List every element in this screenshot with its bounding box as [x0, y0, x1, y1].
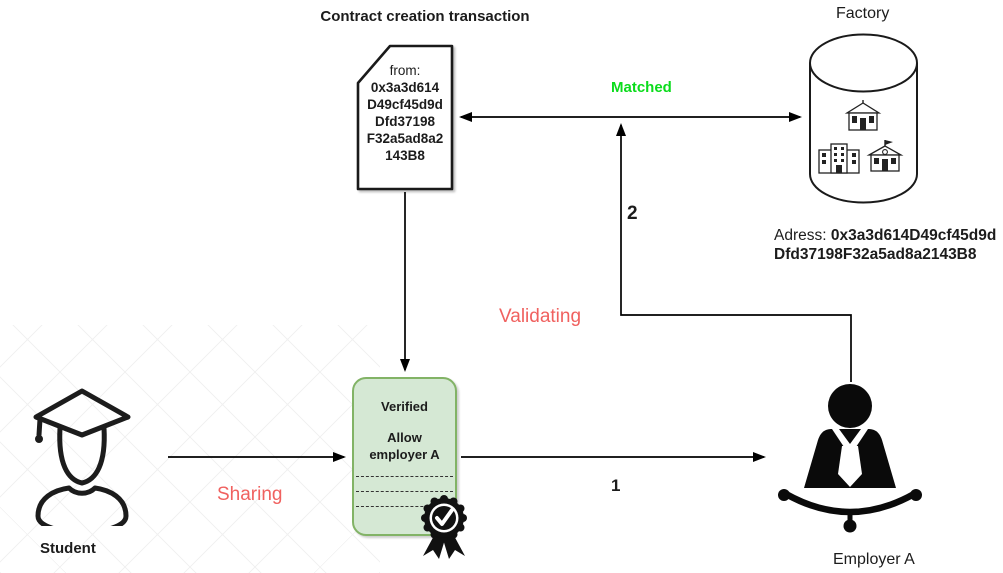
validating-elbow-arrow	[616, 123, 852, 382]
employer-line: employer A	[369, 447, 440, 462]
step1-label: 1	[611, 476, 621, 495]
student-label: Student	[40, 540, 96, 557]
doc-hash-line: 143B8	[385, 148, 425, 163]
allow-line: Allow	[387, 430, 422, 445]
office-building-icon	[818, 143, 860, 174]
schoolhouse-flag-icon	[866, 140, 904, 172]
address-hex-line2: Dfd37198F32a5ad8a2143B8	[774, 246, 977, 263]
verified-title: Verified	[381, 399, 428, 414]
contract-document-text: from: 0x3a3d614 D49cf45d9d Dfd37198 F32a…	[357, 62, 453, 164]
matched-label: Matched	[611, 79, 672, 96]
verified-contract-box: Verified Allow employer A	[352, 377, 457, 536]
step2-label: 2	[627, 203, 638, 224]
verified-seal-icon	[421, 495, 467, 559]
doc-from-label: from:	[389, 63, 421, 78]
validating-label: Validating	[499, 306, 582, 327]
signature-line	[356, 491, 453, 492]
school-building-icon	[844, 100, 882, 131]
doc-hash-line: 0x3a3d614	[370, 80, 440, 95]
employer-icon	[778, 384, 922, 533]
contract-transaction-title: Contract creation transaction	[320, 8, 530, 25]
factory-title: Factory	[836, 5, 890, 22]
signature-line	[356, 476, 453, 477]
signature-line	[356, 506, 453, 507]
contract-document-icon	[356, 44, 454, 191]
employer-label: Employer A	[833, 551, 915, 568]
doc-hash-line: D49cf45d9d	[367, 97, 443, 112]
allow-employer-text: Allow employer A	[354, 429, 455, 463]
sharing-label: Sharing	[217, 484, 283, 505]
address-prefix: Adress:	[774, 227, 827, 244]
doc-hash-line: Dfd37198	[374, 114, 436, 129]
factory-address: Adress: 0x3a3d614D49cf45d9d Dfd37198F32a…	[774, 226, 1003, 264]
student-icon	[33, 388, 131, 526]
address-hex-line1: 0x3a3d614D49cf45d9d	[830, 227, 997, 244]
doc-hash-line: F32a5ad8a2	[366, 131, 444, 146]
